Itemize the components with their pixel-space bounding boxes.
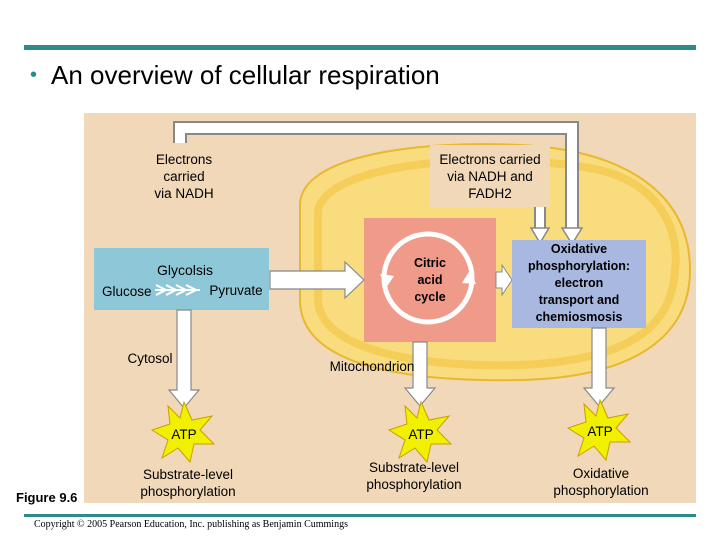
- citric-acid-label: Citric acid cycle: [414, 256, 446, 304]
- atp-star-1: [150, 400, 216, 464]
- oxphos-box: [512, 240, 646, 328]
- cytosol-label: Cytosol: [127, 351, 173, 366]
- figure-label: Figure 9.6: [16, 490, 78, 505]
- atp-label-1: ATP: [171, 427, 197, 442]
- electrons-fadh-label: Electrons carried via NADH and FADH2: [439, 152, 541, 201]
- bottom-rule: [24, 514, 696, 517]
- copyright-text: Copyright © 2005 Pearson Education, Inc.…: [34, 519, 348, 530]
- page-title: • An overview of cellular respiration: [30, 60, 440, 91]
- down-arrows: [167, 309, 616, 409]
- glycolysis-box: [94, 248, 269, 310]
- pyruvate-label: Pyruvate: [209, 283, 263, 298]
- oxidative-phosphorylation-label: Oxidative phosphorylation: [553, 466, 649, 498]
- glucose-label: Glucose: [102, 284, 152, 299]
- substrate-level-label-1: Substrate-level phosphorylation: [140, 467, 236, 499]
- glycolysis-title: Glycolsis: [156, 262, 213, 278]
- substrate-level-label-2: Substrate-level phosphorylation: [366, 460, 462, 492]
- top-rule: [24, 45, 696, 50]
- atp-star-3: [566, 398, 632, 462]
- oxphos-label: Oxidative phosphorylation: electron tran…: [527, 242, 631, 324]
- mitochondrion-label: Mitochondrion: [329, 359, 415, 374]
- pyruvate-arrow: [269, 260, 365, 300]
- electrons-nadh-box: [140, 143, 228, 203]
- title-text: An overview of cellular respiration: [51, 60, 440, 90]
- atp-label-3: ATP: [587, 424, 613, 439]
- top-loop-arrowhead: [560, 227, 584, 246]
- electrons-nadh-label: Electrons carried via NADH: [154, 152, 214, 201]
- electrons-fadh-box: [430, 145, 550, 207]
- atp-star-2: [387, 400, 453, 464]
- bullet: •: [30, 64, 38, 86]
- citric-oxphos-arrow: [495, 263, 513, 297]
- atp-label-2: ATP: [408, 427, 434, 442]
